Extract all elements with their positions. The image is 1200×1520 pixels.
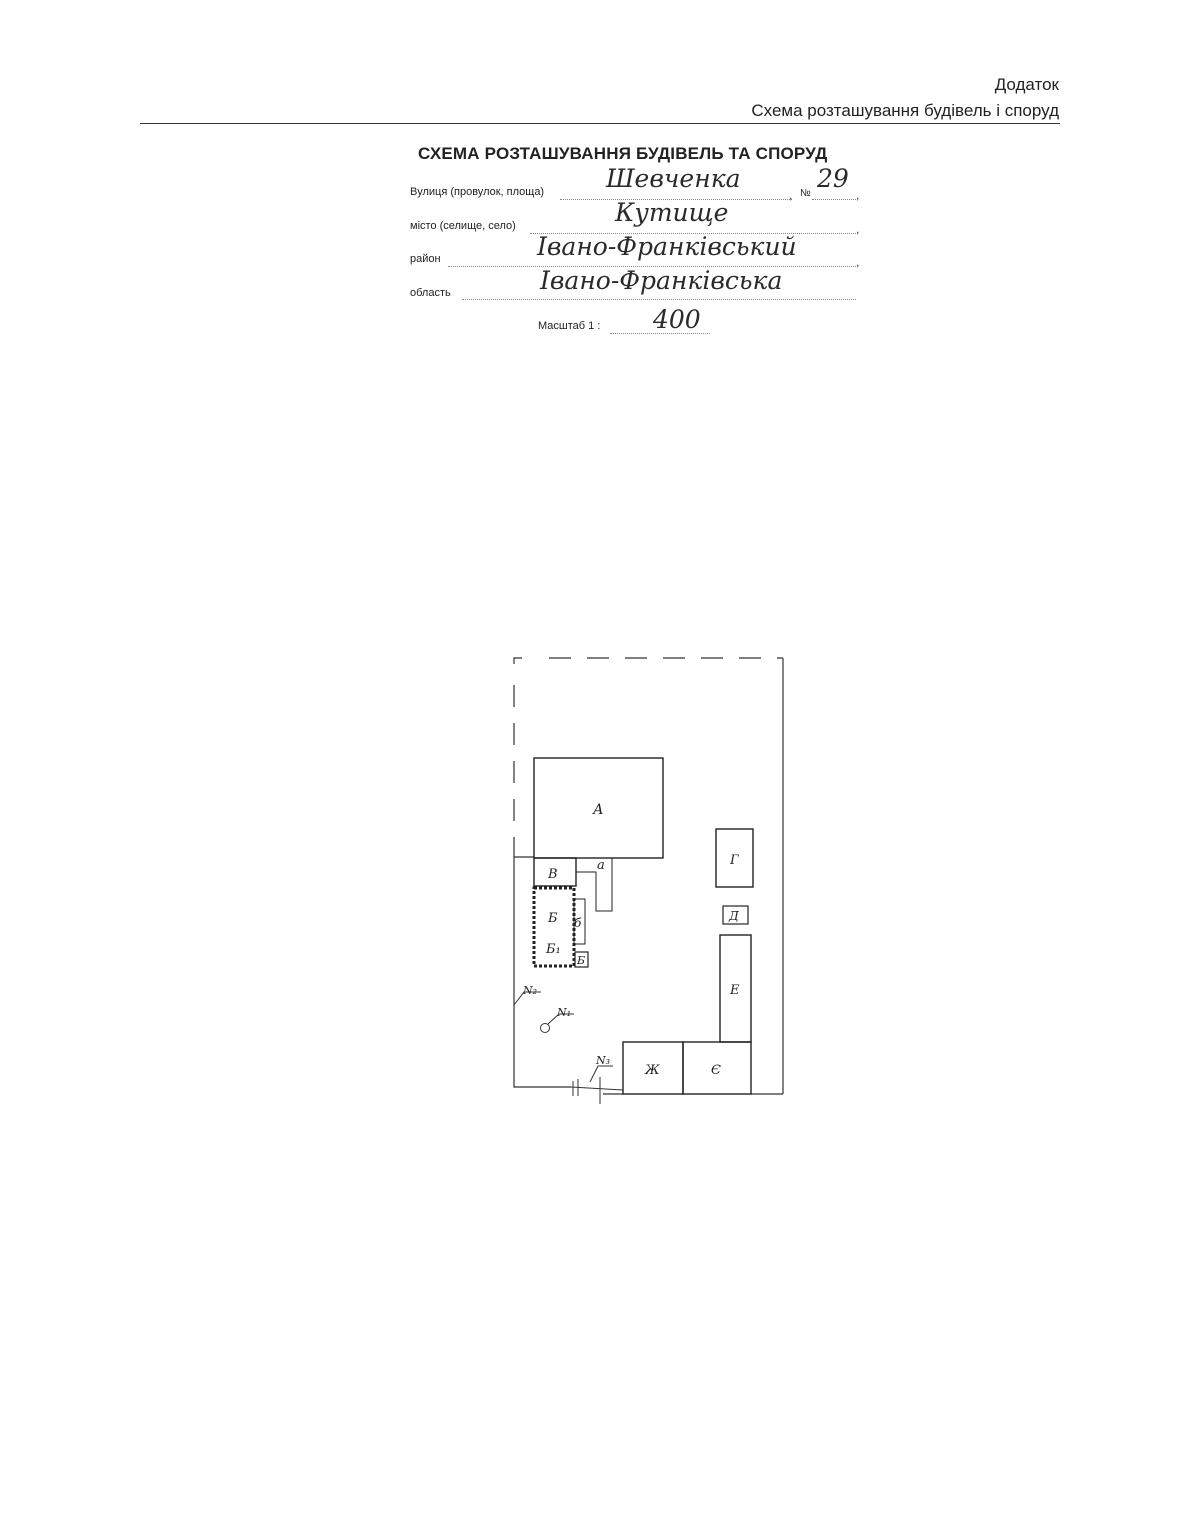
building-b-small-outline <box>573 898 586 945</box>
building-ye-outline <box>682 1041 752 1095</box>
plot-boundary <box>513 657 784 1095</box>
marker-n3: N₃ <box>595 1054 610 1067</box>
city-underline <box>530 233 856 234</box>
building-ye: Є <box>711 1063 721 1078</box>
building-a-small: а <box>597 858 605 873</box>
city-comma: , <box>856 222 860 236</box>
number-comma: , <box>856 188 860 202</box>
marker-n2: N₂ <box>522 984 537 997</box>
number-value: 29 <box>817 164 849 193</box>
building-zh: Ж <box>644 1063 660 1078</box>
number-label: № <box>800 188 811 199</box>
n1-leader <box>547 1013 574 1025</box>
building-a-outline <box>533 757 664 859</box>
building-b-outline <box>532 886 576 968</box>
building-v: В <box>547 867 558 882</box>
scale-value: 400 <box>653 305 701 334</box>
region-value: Івано-Франківська <box>540 266 783 295</box>
building-g-outline <box>715 828 754 888</box>
street-label: Вулиця (провулок, площа) <box>410 186 545 198</box>
building-g: Г <box>729 853 739 868</box>
building-a-small-outline <box>576 858 613 912</box>
scale-label: Масштаб 1 : <box>538 320 601 332</box>
appendix-label: Додаток <box>994 75 1059 94</box>
n3-leader <box>589 1065 613 1083</box>
district-underline <box>448 266 856 267</box>
building-d-outline <box>722 905 749 925</box>
street-underline <box>560 199 792 200</box>
district-comma: , <box>856 255 860 269</box>
header-rule <box>140 123 1060 124</box>
district-label: район <box>410 253 441 265</box>
n2-leader <box>513 991 541 1006</box>
street-value: Шевченка <box>606 164 741 193</box>
city-label: місто (селище, село) <box>410 220 516 232</box>
district-value: Івано-Франківський <box>537 232 797 261</box>
building-d: Д <box>728 909 739 923</box>
city-value: Кутище <box>615 198 729 227</box>
number-underline <box>812 199 856 200</box>
building-a: А <box>592 802 604 818</box>
marker-n1: N₁ <box>556 1006 571 1019</box>
building-b: Б <box>547 911 558 926</box>
building-b-box-outline <box>574 951 589 968</box>
gate-marks <box>570 1077 624 1104</box>
region-label: область <box>410 287 451 299</box>
building-b-small: б <box>574 916 582 930</box>
building-b1: Б₁ <box>545 942 561 957</box>
well-symbol <box>540 1023 550 1033</box>
form-title: СХЕМА РОЗТАШУВАННЯ БУДІВЕЛЬ ТА СПОРУД <box>418 144 828 163</box>
region-underline <box>462 299 856 300</box>
building-e: Е <box>729 983 740 998</box>
scale-underline <box>610 333 710 334</box>
appendix-subtitle: Схема розташування будівель і споруд <box>751 101 1059 120</box>
building-b-box: Б <box>576 954 585 967</box>
street-comma: , <box>789 188 793 202</box>
